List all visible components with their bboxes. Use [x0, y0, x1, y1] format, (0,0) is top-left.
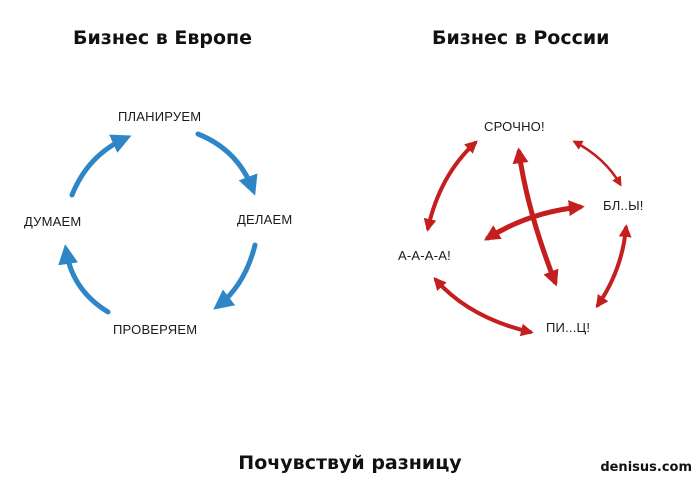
- europe-title: Бизнес в Европе: [73, 27, 253, 49]
- europe-node-do: ДЕЛАЕМ: [237, 212, 293, 227]
- arrow-urgent-aaa: [423, 140, 478, 232]
- arrow-plan-to-do: [195, 131, 258, 196]
- russia-node-aaa: А-А-А-А!: [398, 248, 451, 263]
- footer-caption: Почувствуй разницу: [238, 452, 462, 474]
- watermark-text: denisus.com: [600, 460, 692, 475]
- arrow-check-to-think: [58, 244, 111, 315]
- arrow-do-to-check: [213, 242, 258, 310]
- arrow-think-to-plan: [69, 134, 132, 198]
- russia-title: Бизнес в России: [432, 27, 610, 49]
- russia-node-pi: ПИ...Ц!: [546, 320, 591, 335]
- russia-node-bl: БЛ..Ы!: [603, 198, 644, 213]
- arrow-cross-2: [483, 200, 585, 241]
- arrow-urgent-bl: [572, 140, 622, 187]
- europe-node-plan: ПЛАНИРУЕМ: [118, 109, 202, 124]
- arrow-bl-pi: [595, 224, 632, 309]
- europe-node-check: ПРОВЕРЯЕМ: [113, 322, 198, 337]
- europe-node-think: ДУМАЕМ: [24, 214, 82, 229]
- arrow-aaa-pi: [433, 277, 534, 337]
- russia-node-urgent: СРОЧНО!: [484, 119, 545, 134]
